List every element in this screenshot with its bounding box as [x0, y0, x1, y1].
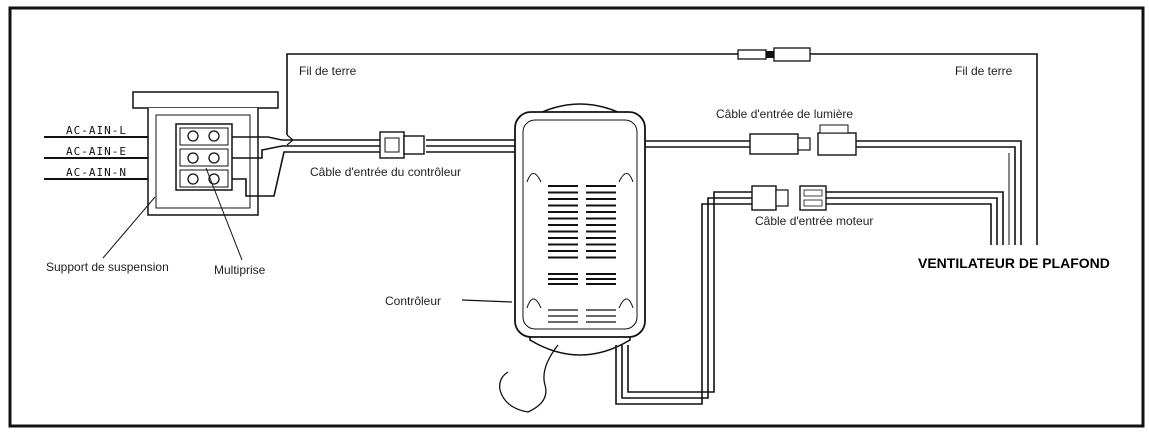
- controller-input-wires: [232, 136, 520, 197]
- controller-vent-slots: [548, 185, 616, 323]
- suspension-support-label: Support de suspension: [46, 260, 169, 274]
- ceiling-fan-label: VENTILATEUR DE PLAFOND: [918, 255, 1110, 271]
- motor-input-cable: [615, 185, 1004, 405]
- light-input-cable: [645, 124, 1022, 245]
- light-input-label: Câble d'entrée de lumière: [716, 107, 853, 121]
- motor-input-label: Câble d'entrée moteur: [755, 214, 873, 228]
- terminal-block: [175, 123, 233, 191]
- multiprise-label: Multiprise: [214, 263, 266, 277]
- controller-body: [514, 103, 646, 356]
- ac-e-label: AC-AIN-E: [66, 145, 127, 158]
- diagram-frame: [8, 6, 1145, 428]
- controller-label: Contrôleur: [385, 294, 441, 308]
- controller-power-cord: [499, 344, 559, 413]
- ground-wire-right-label: Fil de terre: [955, 64, 1013, 78]
- ac-n-label: AC-AIN-N: [66, 166, 127, 179]
- controller-input-connector: [379, 131, 425, 159]
- ground-wire: [286, 53, 1038, 245]
- leader-lines: [102, 167, 513, 303]
- controller-input-label: Câble d'entrée du contrôleur: [310, 165, 461, 179]
- ac-l-label: AC-AIN-L: [66, 124, 127, 137]
- ground-wire-connector: [737, 47, 811, 62]
- ground-wire-left-label: Fil de terre: [299, 64, 357, 78]
